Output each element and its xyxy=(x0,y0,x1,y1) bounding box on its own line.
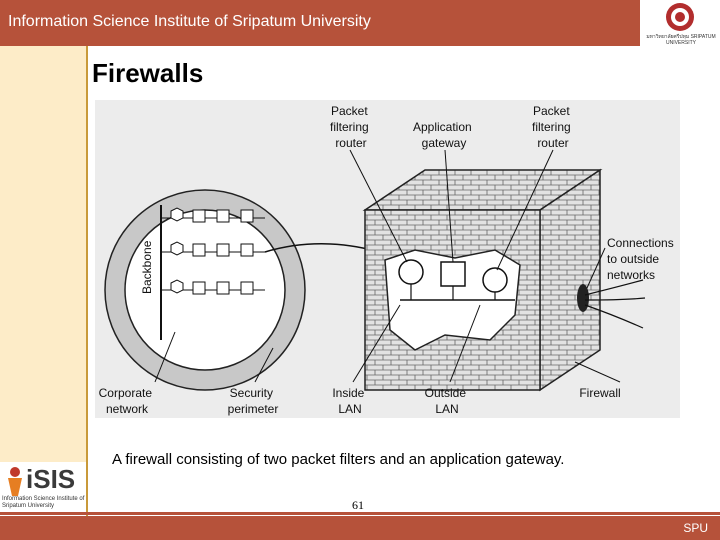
label-inside: Inside LAN xyxy=(332,386,367,416)
label-firewall: Firewall xyxy=(579,386,620,400)
app-gateway-icon xyxy=(440,261,466,287)
isis-logo: iSIS Information Science Institute of Sr… xyxy=(0,462,86,516)
isis-logo-text: iSIS xyxy=(26,464,76,494)
university-logo-caption: มหาวิทยาลัยศรีปทุม SRIPATUM UNIVERSITY xyxy=(646,34,716,46)
label-corporate: Corporate network xyxy=(99,386,156,416)
label-pf-router-left: Packet filtering router xyxy=(330,104,372,150)
header-bar: Information Science Institute of Sripatu… xyxy=(0,0,720,46)
footer-rule xyxy=(0,512,720,515)
isis-logo-subtitle: Information Science Institute of Sripatu… xyxy=(2,496,85,509)
footer-bar: SPU xyxy=(0,516,720,540)
outside-hole xyxy=(577,284,589,312)
page-number: 61 xyxy=(352,498,364,512)
firewall-diagram: Packet filtering router Application gate… xyxy=(95,100,680,418)
label-pf-router-right: Packet filtering router xyxy=(532,104,574,150)
right-router-icon xyxy=(482,267,508,293)
slide-title: Firewalls xyxy=(92,58,204,88)
label-backbone: Backbone xyxy=(140,240,154,294)
university-logo: มหาวิทยาลัยศรีปทุม SRIPATUM UNIVERSITY xyxy=(640,0,720,50)
left-router-icon xyxy=(398,259,424,285)
figure-caption: A firewall consisting of two packet filt… xyxy=(112,451,565,468)
sidebar-panel xyxy=(0,46,88,516)
pointer-lines xyxy=(154,149,621,383)
label-connections: Connections to outside networks xyxy=(607,236,677,282)
firewall-diagram-svg: Packet filtering router Application gate… xyxy=(99,104,677,416)
isis-figure-icon xyxy=(8,467,22,496)
university-seal-icon xyxy=(666,3,694,31)
label-app-gateway: Application gateway xyxy=(413,120,475,150)
label-outside: Outside LAN xyxy=(425,386,470,416)
label-security: Security perimeter xyxy=(228,386,279,416)
footer-label: SPU xyxy=(683,521,708,535)
lan-nodes xyxy=(161,207,265,295)
header-title: Information Science Institute of Sripatu… xyxy=(8,13,371,30)
